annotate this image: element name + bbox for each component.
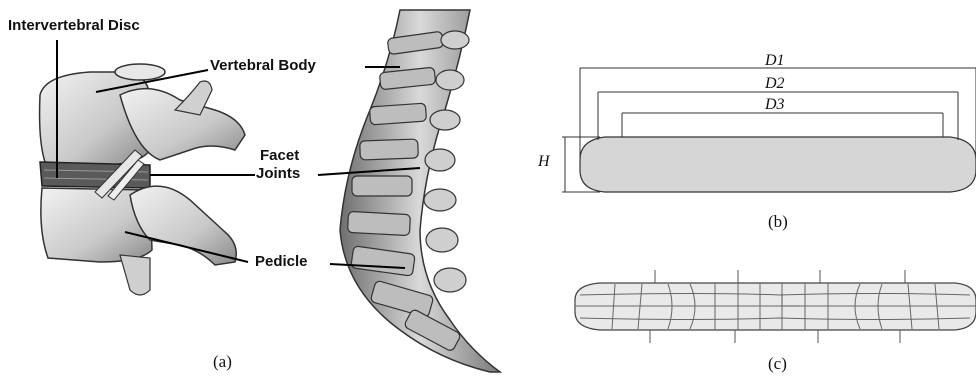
label-d3: D3 bbox=[765, 96, 785, 114]
caption-c: (c) bbox=[768, 354, 787, 374]
caption-a: (a) bbox=[213, 352, 232, 372]
label-h: H bbox=[538, 153, 550, 171]
vertebra-illustration bbox=[40, 64, 245, 295]
label-pedicle: Pedicle bbox=[255, 254, 308, 270]
disc-profile-shape bbox=[580, 137, 976, 192]
label-d1: D1 bbox=[765, 52, 785, 70]
label-facet-joints-line1: Facet bbox=[260, 148, 299, 164]
spine-column-illustration bbox=[340, 10, 500, 372]
disc-mesh-diagram bbox=[575, 270, 976, 343]
label-intervertebral-disc: Intervertebral Disc bbox=[8, 18, 140, 34]
label-d2: D2 bbox=[765, 75, 785, 93]
label-facet-joints-line2: Joints bbox=[256, 166, 300, 182]
label-vertebral-body: Vertebral Body bbox=[210, 58, 316, 74]
caption-b: (b) bbox=[768, 212, 788, 232]
